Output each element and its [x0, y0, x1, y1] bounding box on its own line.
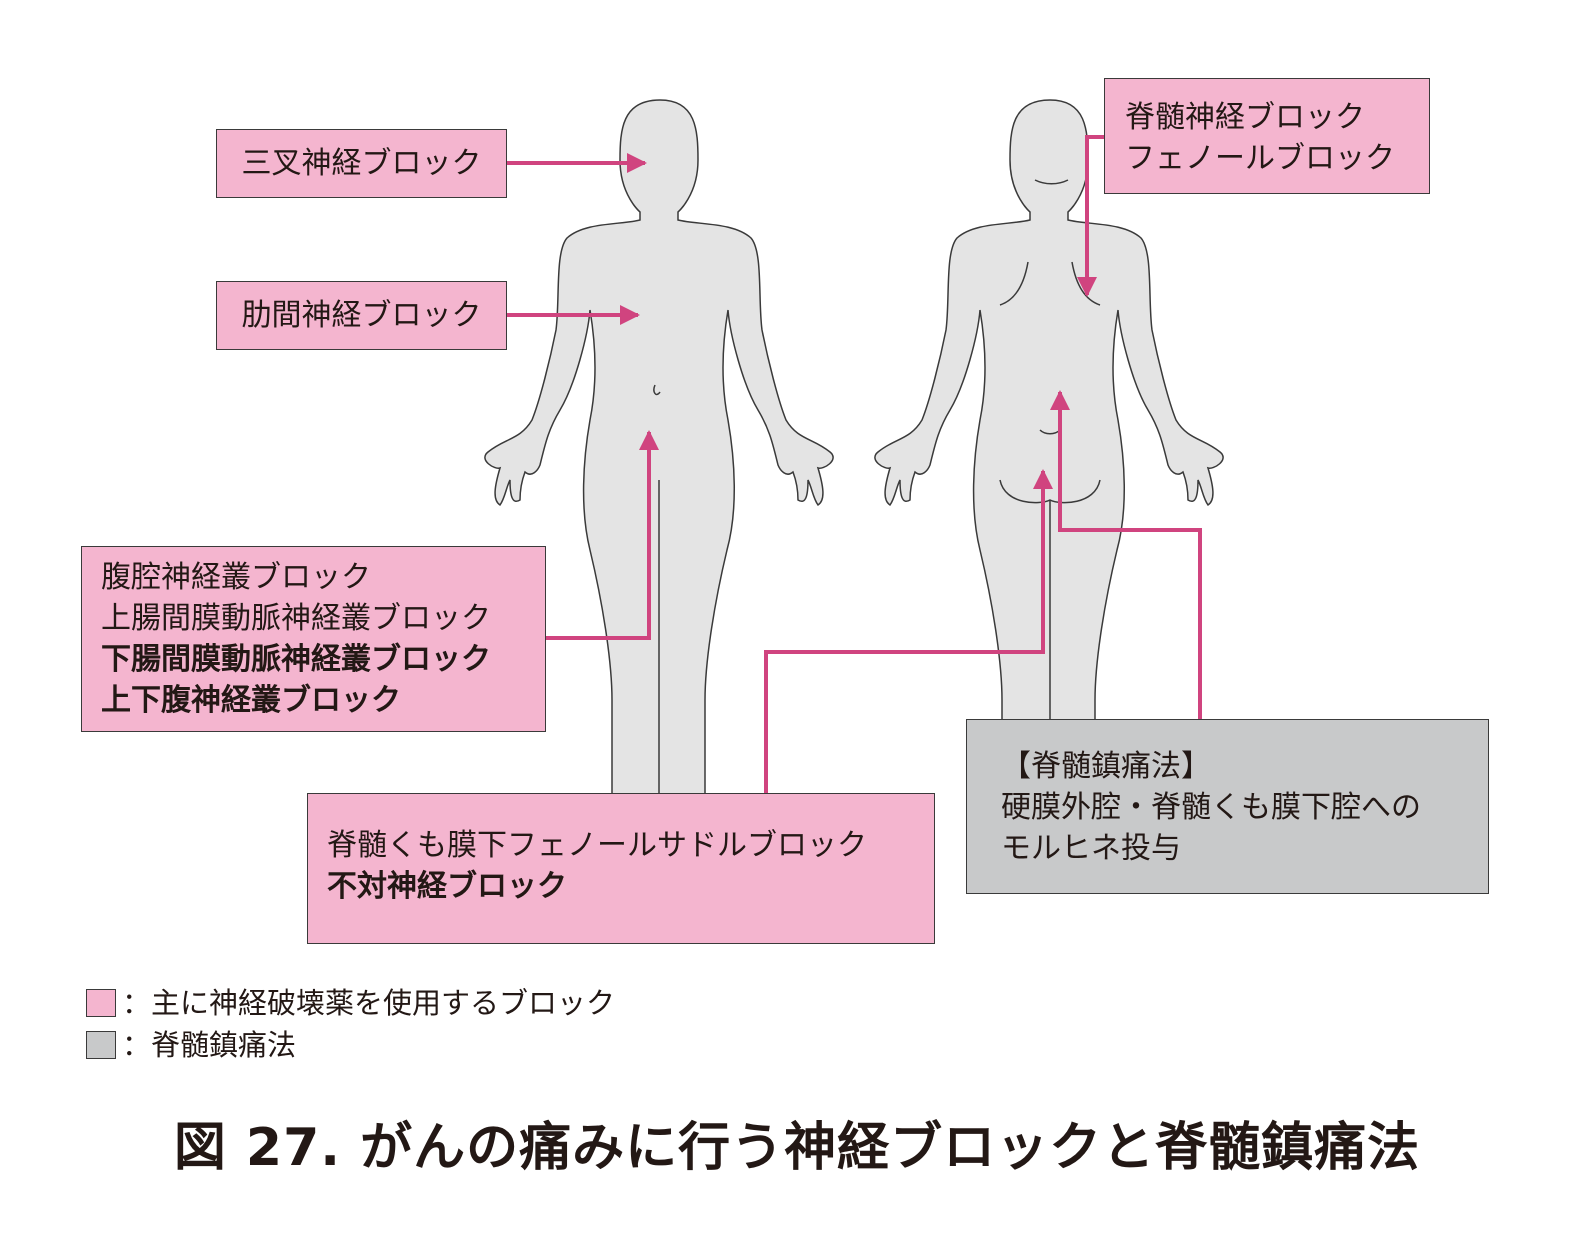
spinal-analgesia-line-1: 硬膜外腔・脊髄くも膜下腔への — [1001, 790, 1421, 825]
spinal-analgesia-box: 【脊髄鎮痛法】 硬膜外腔・脊髄くも膜下腔への モルヒネ投与 — [966, 719, 1489, 894]
legend-swatch-gray — [86, 1031, 116, 1059]
arrow-spinal-analgesia — [1050, 390, 1202, 719]
superior-mesenteric-plexus-label: 上腸間膜動脈神経叢ブロック — [101, 601, 491, 636]
legend-label-spinal-analgesia: ：脊髄鎮痛法 — [122, 1028, 297, 1062]
spinal-nerve-block-box: 脊髄神経ブロック フェノールブロック — [1104, 78, 1430, 194]
front-body-details — [653, 384, 661, 795]
legend-item-neurolytic: ：主に神経破壊薬を使用するブロック — [86, 986, 615, 1020]
ganglion-impar-block-label: 不対神経ブロック — [327, 869, 567, 904]
spinal-nerve-block-label: 脊髄神経ブロック — [1125, 100, 1365, 135]
superior-hypogastric-plexus-label: 上下腹神経叢ブロック — [101, 683, 401, 718]
intercostal-block-label: 肋間神経ブロック — [241, 298, 482, 333]
phenol-block-label: フェノールブロック — [1125, 141, 1395, 176]
arrow-spinal — [1077, 135, 1104, 297]
saddle-block-box: 脊髄くも膜下フェノールサドルブロック 不対神経ブロック — [307, 793, 935, 944]
plexus-block-box: 腹腔神経叢ブロック 上腸間膜動脈神経叢ブロック 下腸間膜動脈神経叢ブロック 上下… — [81, 546, 546, 732]
trigeminal-block-label: 三叉神経ブロック — [241, 146, 482, 181]
spinal-analgesia-heading: 【脊髄鎮痛法】 — [1001, 749, 1211, 784]
arrow-plexus — [546, 430, 659, 640]
legend-item-spinal-analgesia: ：脊髄鎮痛法 — [86, 1028, 296, 1062]
figure-caption: 図 27. がんの痛みに行う神経ブロックと脊髄鎮痛法 — [173, 1118, 1421, 1178]
spinal-analgesia-line-2: モルヒネ投与 — [1001, 831, 1181, 866]
inferior-mesenteric-plexus-label: 下腸間膜動脈神経叢ブロック — [101, 642, 491, 677]
arrow-saddle — [764, 469, 1053, 793]
legend-swatch-pink — [86, 989, 116, 1017]
saddle-block-label: 脊髄くも膜下フェノールサドルブロック — [327, 828, 867, 863]
trigeminal-block-box: 三叉神経ブロック — [216, 129, 507, 198]
legend-label-neurolytic: ：主に神経破壊薬を使用するブロック — [122, 986, 616, 1020]
arrows — [507, 135, 1202, 793]
celiac-plexus-label: 腹腔神経叢ブロック — [101, 560, 371, 595]
intercostal-block-box: 肋間神経ブロック — [216, 281, 507, 350]
